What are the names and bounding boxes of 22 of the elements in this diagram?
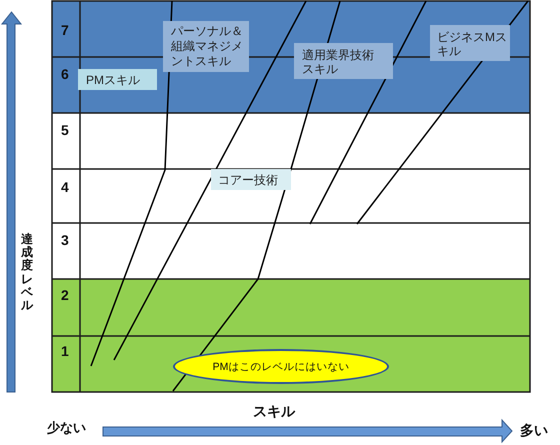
level-number: 5 — [61, 122, 69, 139]
skill-tag — [78, 69, 157, 90]
axis-max-label: 多い — [520, 422, 548, 439]
axis-title: 達成度レベル — [21, 233, 33, 312]
skill-tag — [430, 25, 510, 61]
axis-title: スキル — [253, 403, 295, 420]
level-number: 6 — [61, 66, 69, 83]
skill-name: ビジネスMスキル — [437, 30, 508, 58]
level-number: 1 — [61, 343, 69, 360]
level-number: 2 — [61, 287, 69, 304]
skill-tag — [211, 169, 291, 190]
skill-name: 適用業界技術スキル — [302, 48, 375, 76]
level-number: 7 — [61, 22, 69, 39]
skill-tag — [294, 43, 393, 79]
axis-min-label: 少ない — [47, 420, 86, 436]
level-number: 4 — [61, 179, 69, 196]
skill-name: パーソナル＆組織マネジメントスキル — [171, 24, 244, 69]
level-number: 3 — [61, 232, 69, 249]
skill-tag — [163, 21, 249, 72]
note-text: PMはこのレベルにはいない — [212, 360, 350, 374]
skill-name: PMスキル — [86, 72, 141, 86]
skill-name: コアー技術 — [218, 172, 279, 186]
